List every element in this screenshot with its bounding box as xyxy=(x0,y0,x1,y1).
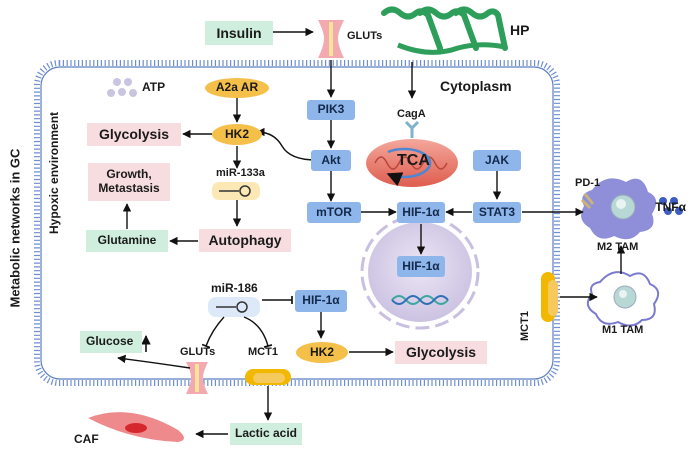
mtor-box: mTOR xyxy=(307,202,361,223)
akt-box: Akt xyxy=(311,150,351,171)
gluts-top-label: GLUTs xyxy=(347,30,383,42)
hp-label: HP xyxy=(510,22,530,38)
glycolysis-low-box: Glycolysis xyxy=(395,341,487,364)
m2-tam-label: M2 TAM xyxy=(597,241,639,253)
pd1-label: PD-1 xyxy=(575,177,601,189)
stat3-box: STAT3 xyxy=(473,202,521,223)
mct1-bottom-label: MCT1 xyxy=(248,346,278,358)
caf-label: CAF xyxy=(74,432,99,446)
hp-bacteria xyxy=(381,6,508,51)
mir186-label: miR-186 xyxy=(211,281,258,295)
mct1-right-transporter xyxy=(541,272,558,322)
hif1a-low-box: HIF-1α xyxy=(295,290,347,312)
hk2-top-box: HK2 xyxy=(212,124,262,145)
jak-box: JAK xyxy=(473,150,521,171)
a2a-ar-box: A2a AR xyxy=(205,78,269,98)
tnfa-dots xyxy=(659,197,683,215)
tnfa-label: TNFα xyxy=(655,200,686,214)
arrows xyxy=(117,27,626,439)
m1-tam-cell xyxy=(586,271,660,327)
mct1-right-label: MCT1 xyxy=(518,311,531,341)
insulin-box: Insulin xyxy=(205,21,273,45)
lactic-acid-box: Lactic acid xyxy=(230,423,302,445)
cell-membrane-inner xyxy=(40,66,554,380)
glucose-box: Glucose xyxy=(80,331,142,353)
gluts-bottom-label: GLUTs xyxy=(180,346,216,358)
metabolic-networks-label: Metabolic networks in GC xyxy=(7,148,23,308)
atp-label: ATP xyxy=(142,80,166,94)
growth-metastasis-box: Growth, Metastasis xyxy=(88,163,170,201)
mir186-hairpin xyxy=(208,297,260,317)
m1-tam-label: M1 TAM xyxy=(602,324,644,336)
mir133a-hairpin xyxy=(212,182,260,200)
hif1a-nucleus-box: HIF-1α xyxy=(397,256,445,277)
hif1a-mid-box: HIF-1α xyxy=(397,202,445,223)
cytoplasm-label: Cytoplasm xyxy=(440,78,512,94)
mitochondrion-tca xyxy=(366,139,458,187)
hp-body xyxy=(397,42,506,55)
pik3-box: PIK3 xyxy=(307,100,355,120)
tca-label: TCA xyxy=(397,152,430,169)
hk2-low-box: HK2 xyxy=(296,342,348,363)
m2-tam-cell xyxy=(581,178,657,240)
hypoxic-environment-label: Hypoxic environment xyxy=(47,111,61,234)
caf-cell xyxy=(88,412,184,442)
pd1-receptor xyxy=(580,193,595,210)
caga-receptor xyxy=(404,120,420,138)
autophagy-box: Autophagy xyxy=(199,229,291,252)
glut-transporter-bottom xyxy=(186,362,208,394)
glycolysis-top-box: Glycolysis xyxy=(87,123,181,146)
mct1-bottom-transporter xyxy=(245,369,291,385)
atp-dots xyxy=(107,78,137,97)
mir133a-label: miR-133a xyxy=(216,167,265,179)
caga-label: CagA xyxy=(397,108,426,120)
glut-transporter-top xyxy=(318,20,344,58)
glutamine-box: Glutamine xyxy=(86,230,168,252)
